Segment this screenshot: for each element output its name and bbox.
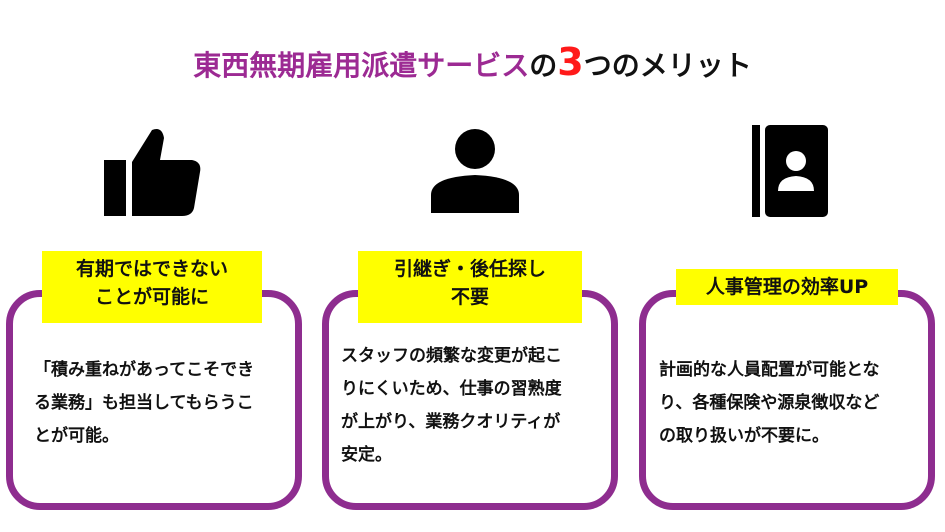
merit-desc-1-line1: 「積み重ねがあってこそでき <box>34 360 255 380</box>
merit-desc-3: 計画的な人員配置が可能とな り、各種保険や源泉徴収など の取り扱いが不要に。 <box>659 354 925 453</box>
merit-desc-1: 「積み重ねがあってこそでき る業務」も担当してもらうこ とが可能。 <box>34 354 294 453</box>
contact-book-icon <box>752 125 828 217</box>
merit-desc-3-line1: 計画的な人員配置が可能とな <box>659 360 880 380</box>
person-icon <box>431 129 519 213</box>
thumbs-up-icon <box>104 126 202 216</box>
title-main: 東西無期雇用派遣サービス <box>193 49 530 82</box>
merit-desc-1-line2: る業務」も担当してもらうこ <box>34 393 254 413</box>
title-particle: の <box>529 49 558 82</box>
merit-desc-3-line2: り、各種保険や源泉徴収など <box>659 393 880 413</box>
title-tail: つのメリット <box>583 49 752 82</box>
merit-label-2: 引継ぎ・後任探し 不要 <box>358 251 582 323</box>
merit-label-3: 人事管理の効率UP <box>676 269 898 305</box>
merit-desc-1-line3: とが可能。 <box>34 426 119 446</box>
merit-label-2-line1: 引継ぎ・後任探し <box>393 258 546 280</box>
merit-desc-2-line3: が上がり、業務クオリティが <box>341 412 561 432</box>
merit-label-1-line1: 有期ではできない <box>75 258 228 280</box>
page-title: 東西無期雇用派遣サービスの3つのメリット <box>0 40 945 88</box>
merit-desc-2-line4: 安定。 <box>341 445 392 465</box>
merit-desc-2: スタッフの頻繁な変更が起こ りにくいため、仕事の習熟度 が上がり、業務クオリティ… <box>341 340 607 472</box>
merit-desc-2-line2: りにくいため、仕事の習熟度 <box>341 379 562 399</box>
merit-label-1-line2: ことが可能に <box>94 286 209 308</box>
merit-label-3-line1: 人事管理の効率UP <box>705 276 869 298</box>
merit-label-1: 有期ではできない ことが可能に <box>42 251 262 323</box>
merit-desc-2-line1: スタッフの頻繁な変更が起こ <box>341 346 562 366</box>
merit-card-3 <box>639 290 935 510</box>
merit-card-2 <box>322 290 618 510</box>
merit-label-2-line2: 不要 <box>450 286 489 308</box>
merit-desc-3-line3: の取り扱いが不要に。 <box>659 426 829 446</box>
title-number: 3 <box>557 40 584 84</box>
